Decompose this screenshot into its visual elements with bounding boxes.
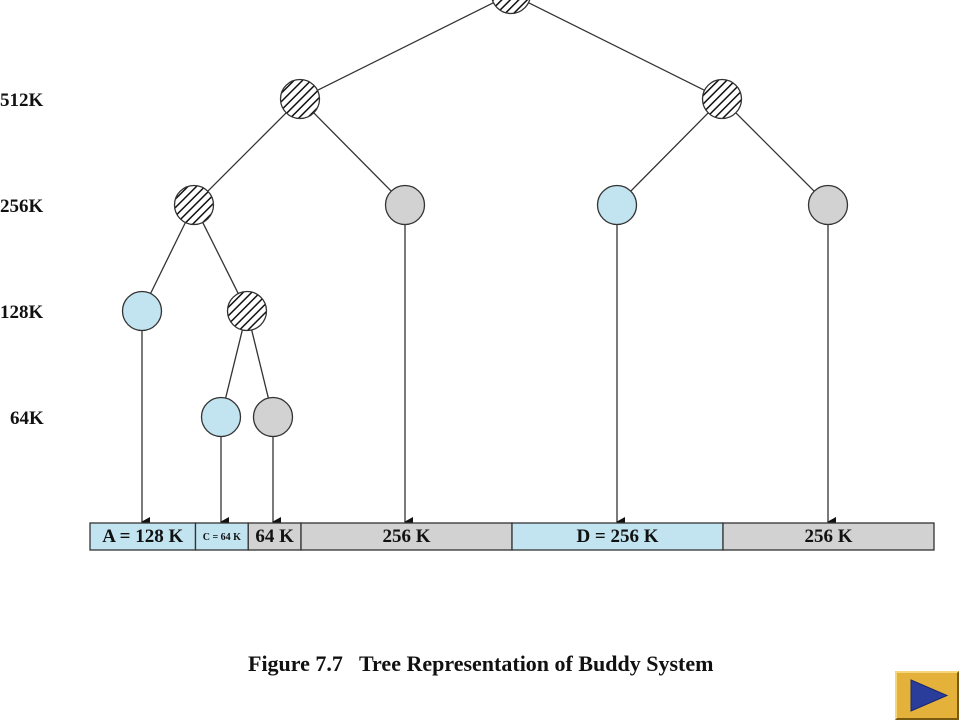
edge-n128b-n64a [225,329,243,399]
memory-segment-3 [300,522,513,551]
edge-root-n512a [317,2,494,91]
tree-node-n512a-split [279,78,321,120]
tree-node-n64a-allocated [200,396,242,438]
edge-n512b-n256c [630,112,709,192]
memory-segment-0 [89,522,197,551]
tree-nodes [121,0,849,438]
edge-n512a-n256b [313,112,392,192]
edge-n256a-n128a [150,222,186,294]
tree-node-n256b-free [384,184,426,226]
tree-node-n64b-free [252,396,294,438]
tree-node-n256a-split [173,184,215,226]
edge-n128b-n64b [251,329,269,399]
edge-root-n512b [528,2,705,91]
edge-n256a-n128b [202,222,239,294]
level-label-512k: 512K [0,90,44,111]
edge-n512b-n256d [735,112,815,192]
play-arrow-icon [910,679,949,712]
tree-node-n256c-allocated [596,184,638,226]
leaf-arrows [141,224,836,527]
memory-segment-5 [722,522,935,551]
memory-segment-label-3: 256 K [382,526,430,547]
memory-segment-label-0: A = 128 K [102,526,183,547]
tree-edges [150,2,815,399]
tree-node-n128b-split [226,290,268,332]
memory-segment-label-2: 64 K [255,526,294,547]
memory-segment-label-5: 256 K [804,526,852,547]
memory-segment-4 [511,522,724,551]
level-label-64k: 64K [10,408,44,429]
tree-node-root-split [491,0,531,15]
memory-bar: A = 128 K C = 64 K 64 K 256 K D = 256 K 256 K [89,522,935,551]
edge-n512a-n256a [207,112,287,192]
next-slide-button[interactable] [895,671,959,720]
tree-node-n128a-allocated [121,290,163,332]
memory-segment-label-1: C = 64 K [203,532,241,543]
figure-caption: Figure 7.7 Tree Representation of Buddy … [248,651,713,676]
tree-node-n256d-free [807,184,849,226]
tree-node-n512b-split [701,78,743,120]
level-label-256k: 256K [0,196,44,217]
memory-segment-label-4: D = 256 K [576,526,658,547]
level-label-128k: 128K [0,302,44,323]
